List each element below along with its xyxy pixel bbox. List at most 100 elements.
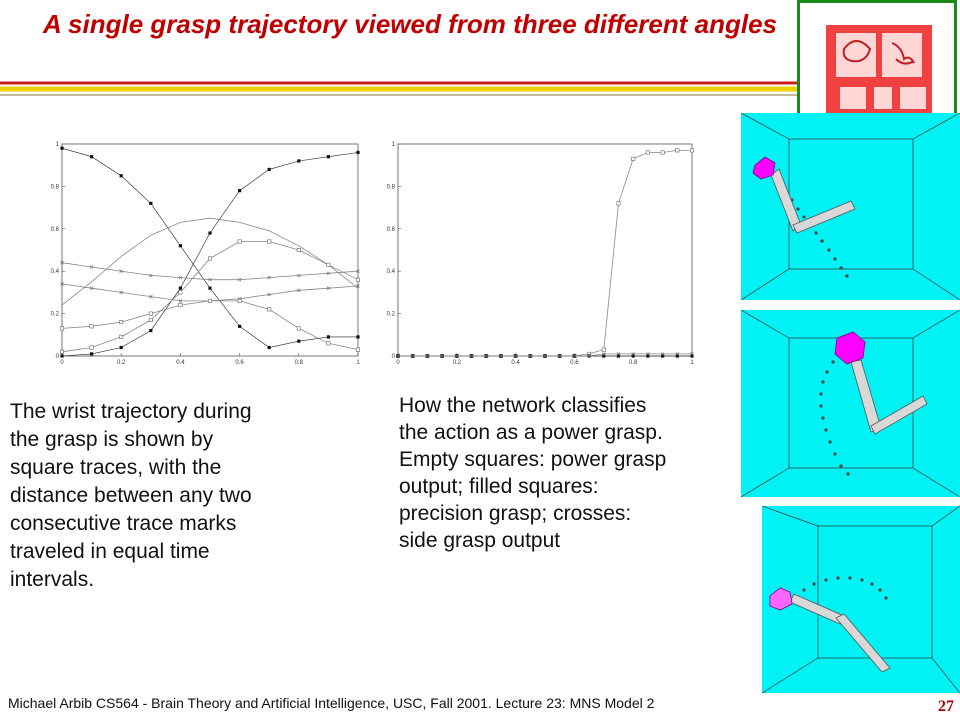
view2-trajectory xyxy=(819,360,850,476)
chart1-series-1-point-1 xyxy=(90,352,94,356)
view1-arm xyxy=(770,168,856,234)
slide-footer: Michael Arbib CS564 - Brain Theory and A… xyxy=(8,695,655,711)
view1-hand xyxy=(752,156,776,180)
chart1-series-5-point-10 xyxy=(356,284,360,288)
brain-logo-icon xyxy=(826,25,932,115)
chart2-series-2-point-0 xyxy=(396,354,400,358)
chart2-series-2-point-20 xyxy=(690,352,694,356)
chart2-ytick-label-3: 0.6 xyxy=(387,227,396,233)
chart2-series-2-point-1 xyxy=(410,354,415,358)
chart2-series-2-point-16 xyxy=(631,352,636,356)
chart2-series-1-point-19 xyxy=(675,354,679,358)
wrist-trajectory-description: The wrist trajectory during the grasp is… xyxy=(10,400,252,591)
chart1-series-3-point-2 xyxy=(119,334,124,339)
chart2-series-2-point-17 xyxy=(646,352,650,356)
chart1-series-6-point-7 xyxy=(267,307,272,312)
plot1-axes-frame xyxy=(61,143,359,357)
chart1-series-1-point-0 xyxy=(60,354,64,358)
chart2-series-2 xyxy=(396,352,694,358)
chart2-ytick-label-0: 0 xyxy=(392,354,396,360)
chart1-xtick-label-2: 0.4 xyxy=(176,360,185,366)
chart1-ytick-label-1: 0.2 xyxy=(51,312,60,318)
chart1-series-0-point-10 xyxy=(356,335,360,339)
chart2-xtick-label-2: 0.4 xyxy=(511,360,520,366)
chart2-series-1-point-20 xyxy=(690,354,694,358)
chart2-series-0-point-19 xyxy=(675,148,680,153)
chart2-series-2-point-5 xyxy=(469,354,474,358)
chart1-series-4-point-9 xyxy=(326,271,331,276)
chart1-series-4-point-10 xyxy=(356,269,360,274)
chart1-ytick-label-4: 0.8 xyxy=(51,184,60,190)
chart1-series-6-point-1 xyxy=(89,324,94,329)
chart2-series-2-point-11 xyxy=(557,354,562,358)
chart1-series-5-point-4 xyxy=(178,299,183,303)
chart1-series-4-point-3 xyxy=(148,273,153,278)
chart2-series-0-point-20 xyxy=(689,148,694,153)
slide-title: A single grasp trajectory viewed from th… xyxy=(43,9,777,39)
grasp-view-3 xyxy=(762,506,960,693)
chart1-xtick-label-0: 0 xyxy=(60,360,64,366)
chart2-xtick-label-5: 1 xyxy=(690,360,694,366)
chart1-series-0-point-0 xyxy=(60,146,64,150)
chart1-series-3-point-5 xyxy=(208,256,213,261)
view3-arm xyxy=(789,593,891,673)
chart1-ytick-label-3: 0.6 xyxy=(51,227,60,233)
chart2-series-0-point-17 xyxy=(645,150,650,155)
chart1-series-3-point-10 xyxy=(355,277,360,282)
chart1-series-4-point-7 xyxy=(267,275,272,280)
chart1-series-6-point-6 xyxy=(237,298,242,303)
chart1-series-3-point-9 xyxy=(326,262,331,267)
chart1-series-5-point-0 xyxy=(60,282,64,286)
chart1-series-0-point-9 xyxy=(326,335,330,339)
chart1-series-3-point-0 xyxy=(60,349,65,354)
chart2-series-2-point-13 xyxy=(587,354,591,358)
chart1-series-4-point-5 xyxy=(208,277,212,282)
chart2-series-0-point-15 xyxy=(616,201,621,206)
page-number: 27 xyxy=(938,698,954,715)
chart2-series-2-point-12 xyxy=(572,354,577,358)
chart2-xtick-label-0: 0 xyxy=(396,360,400,366)
chart2-ytick-label-4: 0.8 xyxy=(387,184,396,190)
chart1-series-4-point-4 xyxy=(178,275,183,280)
chart1-ytick-label-5: 1 xyxy=(56,142,60,148)
chart2-series-1-point-18 xyxy=(661,354,665,358)
chart1-series-4-point-8 xyxy=(296,273,301,278)
chart1-series-2 xyxy=(61,217,359,306)
chart1-series-6-point-8 xyxy=(296,326,301,331)
title-rule xyxy=(0,81,800,96)
chart1-series-6-point-3 xyxy=(148,311,153,316)
chart1-series-6-point-5 xyxy=(208,298,213,303)
chart1-series-6-point-0 xyxy=(60,326,65,331)
chart2-series-1-point-14 xyxy=(602,354,606,358)
chart2-series-2-point-15 xyxy=(616,352,621,356)
chart1-series-4-point-1 xyxy=(89,265,94,269)
chart1-series-1-point-6 xyxy=(238,189,242,193)
chart1-series-6-point-4 xyxy=(178,303,183,308)
chart1-xtick-label-4: 0.8 xyxy=(295,360,304,366)
chart1-series-5-point-1 xyxy=(89,286,94,290)
chart2-series-2-point-18 xyxy=(660,352,665,356)
chart2-series-2-point-14 xyxy=(601,352,606,356)
chart1-series-1-point-9 xyxy=(326,155,330,159)
chart1-series-1-point-8 xyxy=(297,159,301,163)
chart2-series-2-point-10 xyxy=(543,354,547,358)
chart1-series-3-point-7 xyxy=(267,239,272,244)
chart2-series-1-point-17 xyxy=(646,354,650,358)
chart1-series-3-point-6 xyxy=(237,239,242,244)
plot2-axes-frame xyxy=(397,143,693,357)
chart1-series-1-point-5 xyxy=(208,231,212,235)
chart1-series-5-point-9 xyxy=(326,286,331,290)
chart1-series-5-point-8 xyxy=(296,288,301,293)
chart2-xtick-label-4: 0.8 xyxy=(629,360,638,366)
chart1-ytick-label-2: 0.4 xyxy=(51,269,60,275)
chart1-series-1-point-3 xyxy=(149,328,153,333)
chart1-series-0-point-8 xyxy=(297,339,301,343)
chart1-series-0-point-6 xyxy=(238,324,242,328)
chart1-xtick-label-1: 0.2 xyxy=(117,360,126,366)
chart1-series-4-point-6 xyxy=(237,277,242,282)
chart1-series-4-point-2 xyxy=(119,269,124,274)
chart2-series-2-point-4 xyxy=(454,354,459,358)
chart1-series-4-point-0 xyxy=(60,260,64,265)
chart1-series-0-point-3 xyxy=(149,201,153,205)
